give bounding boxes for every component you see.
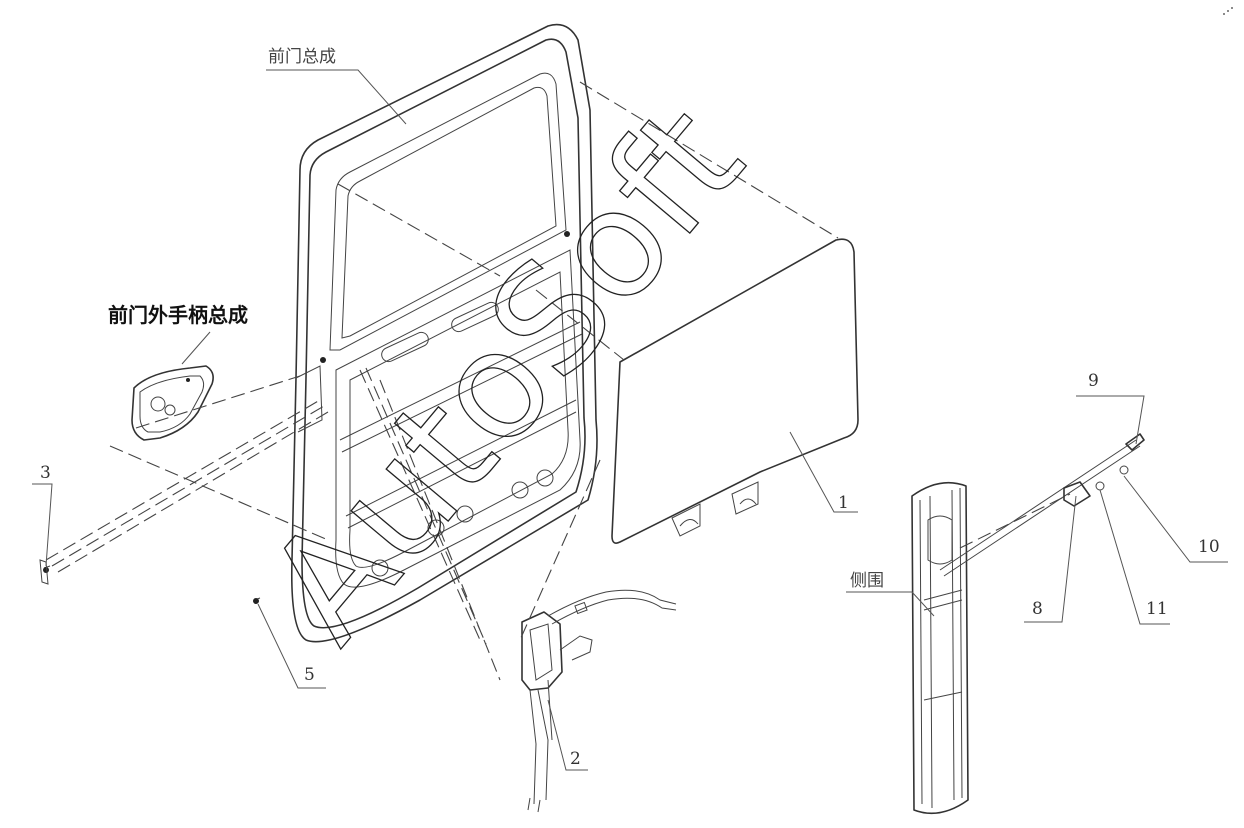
callout-5: 5: [304, 665, 315, 685]
callout-8: 8: [1032, 599, 1043, 619]
side-panel-pillar: [911, 481, 969, 815]
leader-lines: [32, 69, 1228, 771]
watermark: AutoSoft: [235, 75, 775, 673]
callout-2: 2: [570, 749, 581, 769]
corner-mark: [1223, 7, 1233, 15]
callout-9: 9: [1088, 371, 1099, 391]
callout-10: 10: [1198, 537, 1220, 557]
label-side-panel: 侧围: [850, 571, 884, 591]
door-glass: [611, 238, 859, 544]
callout-3: 3: [40, 463, 51, 483]
label-front-door-assembly: 前门总成: [268, 47, 336, 67]
door-lock: [521, 589, 677, 813]
labels: 前门总成 前门外手柄总成 侧围 1 2 3 5 8 9 10 11: [40, 47, 1220, 769]
fasteners: [39, 559, 261, 604]
label-outer-handle-assembly: 前门外手柄总成: [108, 303, 248, 327]
outer-handle: [131, 365, 214, 441]
callout-11: 11: [1146, 599, 1168, 619]
callout-1: 1: [838, 493, 849, 513]
front-door-frame: [290, 23, 598, 643]
check-strap-rod: [939, 433, 1145, 577]
assembly-lines: [45, 81, 1071, 681]
